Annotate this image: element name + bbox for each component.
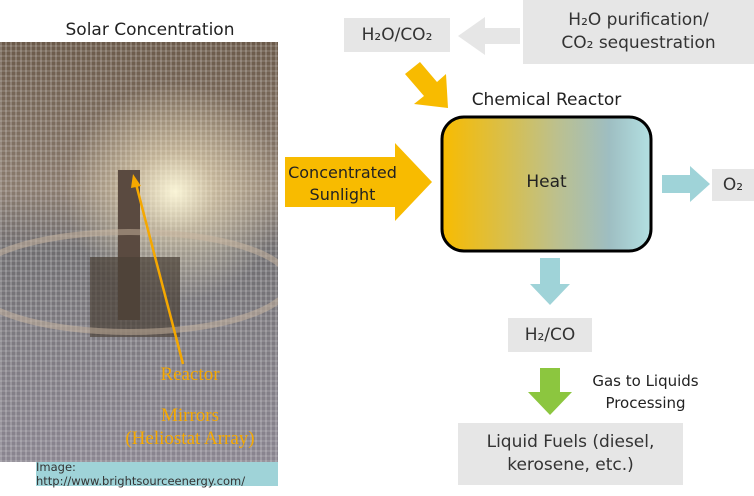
reactor-pointer-arrow	[134, 183, 185, 365]
fuels-line2: kerosene, etc.)	[507, 455, 634, 475]
solar-title: Solar Concentration	[65, 20, 235, 40]
heat-label: Heat	[526, 172, 567, 192]
gray-return-arrow	[458, 17, 520, 55]
gtl-label: Gas to Liquids Processing	[583, 370, 708, 414]
input-arrow	[405, 62, 448, 108]
sunlight-line2: Sunlight	[309, 185, 376, 204]
gtl-line1: Gas to Liquids	[592, 372, 699, 390]
sunlight-arrow	[285, 143, 432, 221]
gtl-arrow	[528, 368, 572, 415]
sunlight-label: Concentrated Sunlight	[285, 162, 400, 206]
heliostat-label: (Heliostat Array)	[125, 428, 255, 449]
fuels-line1: Liquid Fuels (diesel,	[486, 432, 655, 452]
gtl-line2: Processing	[605, 394, 686, 412]
purification-box: H₂O purification/ CO₂ sequestration	[523, 0, 754, 64]
purification-line2: CO₂ sequestration	[561, 33, 716, 53]
liquid-fuels-box: Liquid Fuels (diesel, kerosene, etc.)	[458, 423, 683, 485]
h2o-co2-box: H₂O/CO₂	[344, 18, 450, 52]
image-caption: Image: http://www.brightsourceenergy.com…	[36, 460, 278, 488]
reactor-label: Reactor	[160, 364, 220, 385]
purification-line1: H₂O purification/	[568, 10, 709, 30]
reactor-box	[440, 115, 653, 253]
o2-box: O₂	[712, 169, 754, 201]
o2-arrow	[662, 166, 710, 202]
syngas-box: H₂/CO	[508, 318, 592, 352]
syngas-arrow	[530, 258, 570, 305]
sunlight-line1: Concentrated	[288, 163, 397, 182]
mirrors-label: Mirrors	[160, 405, 220, 426]
photo-overlay	[0, 170, 278, 365]
reactor-title: Chemical Reactor	[471, 90, 622, 110]
